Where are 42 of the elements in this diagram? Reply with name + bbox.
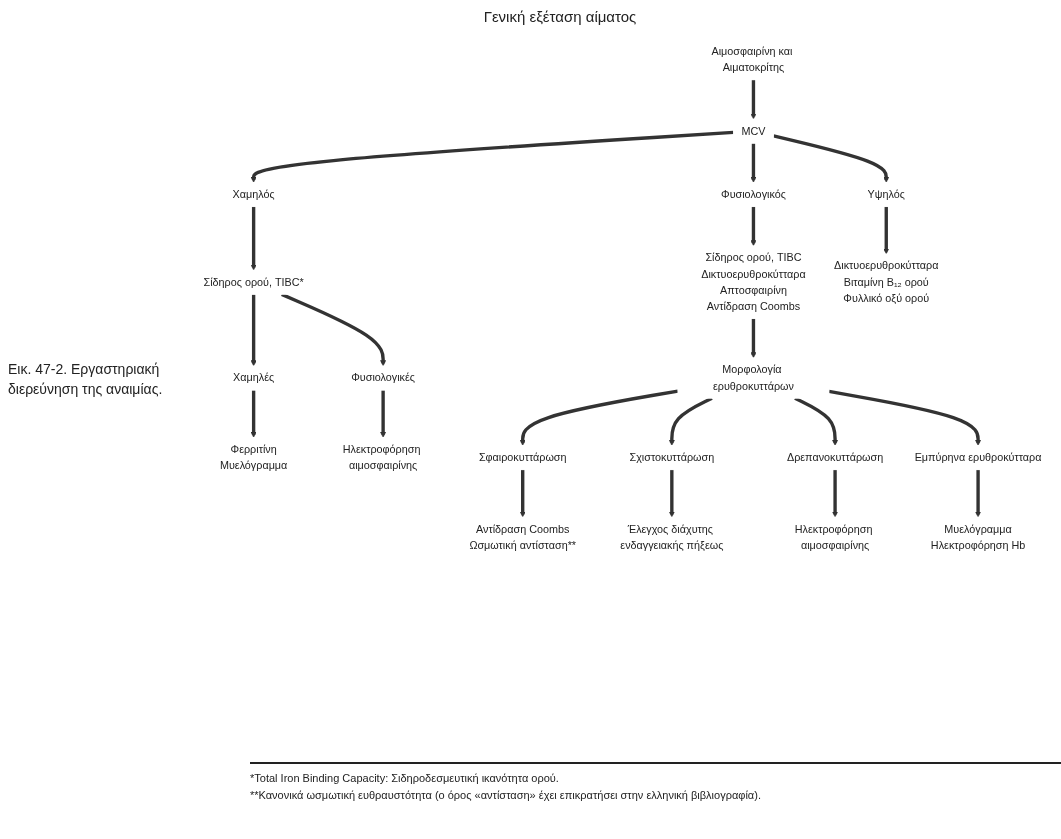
node-text: Εμπύρηνα ερυθροκύτταρα bbox=[914, 451, 1042, 464]
arrow bbox=[380, 390, 387, 438]
footnote: *Total Iron Binding Capacity: Σιδηροδεσμευτική ικανότητα ορού. bbox=[250, 771, 560, 786]
node-text: Υψηλός bbox=[867, 188, 905, 200]
node-text: Δρεπανοκυττάρωση bbox=[786, 451, 884, 464]
arrow bbox=[750, 206, 757, 247]
arrow bbox=[519, 389, 679, 446]
arrow bbox=[250, 294, 257, 367]
node-text: Φυσιολογικές bbox=[351, 371, 416, 384]
node-text: Σίδηρος ορού, TIBC* bbox=[203, 276, 304, 288]
node-text: Ηλεκτροφόρηση αιμοσφαιρίνης bbox=[342, 443, 421, 472]
arrow bbox=[519, 469, 526, 518]
arrow bbox=[750, 79, 757, 120]
node-text: Μορφολογία ερυθροκυττάρων bbox=[713, 363, 794, 392]
node-text: Αντίδραση Coombs Ωσμωτική αντίσταση** bbox=[469, 523, 577, 551]
figure-caption: Εικ. 47-2. Εργαστηριακή διερεύνηση της αναιμίας. bbox=[8, 360, 164, 399]
arrow bbox=[668, 469, 675, 518]
node-text: Σφαιροκυττάρωση bbox=[478, 451, 567, 464]
arrow bbox=[250, 390, 257, 438]
node-text: Σχιστοκυττάρωση bbox=[629, 451, 715, 464]
node-text: Δικτυοερυθροκύτταρα Βιταμίνη B₁₂ ορού Φυλλικό οξύ ορού bbox=[834, 259, 939, 304]
arrow bbox=[975, 469, 982, 518]
node-text: MCV bbox=[741, 125, 766, 137]
node-text: Σίδηρος ορού, TIBC Δικτυοερυθροκύτταρα Απτοσφαιρίνη Αντίδραση Coombs bbox=[701, 251, 806, 312]
footnote: **Κανονικά ωσμωτική ευθραυστότητα (ο όρος «αντίσταση» έχει επικρατήσει στην ελληνική βιβλιογραφία). bbox=[250, 787, 762, 803]
node-text: Μυελόγραμμα Ηλεκτροφόρηση Hb bbox=[930, 523, 1026, 551]
arrow bbox=[750, 318, 757, 359]
node-text: Χαμηλός bbox=[232, 188, 275, 200]
arrow bbox=[250, 130, 734, 183]
node-text: Έλεγχος διάχυτης ενδαγγειακής πήξεως bbox=[620, 523, 724, 551]
node-text: Φερριτίνη Μυελόγραμμα bbox=[219, 443, 288, 472]
arrow bbox=[750, 143, 757, 183]
arrow bbox=[250, 206, 257, 271]
node-text: Χαμηλές bbox=[233, 371, 275, 384]
arrow bbox=[832, 469, 839, 518]
node-text: Αιμοσφαιρίνη και Αιματοκρίτης bbox=[711, 45, 793, 74]
diagram-title: Γενική εξέταση αίματος bbox=[482, 8, 638, 25]
arrow bbox=[828, 389, 982, 446]
node-text: Ηλεκτροφόρηση αιμοσφαιρίνης bbox=[794, 523, 873, 551]
arrow bbox=[883, 206, 890, 255]
arrow bbox=[773, 134, 890, 183]
node-text: Φυσιολογικός bbox=[721, 188, 786, 200]
